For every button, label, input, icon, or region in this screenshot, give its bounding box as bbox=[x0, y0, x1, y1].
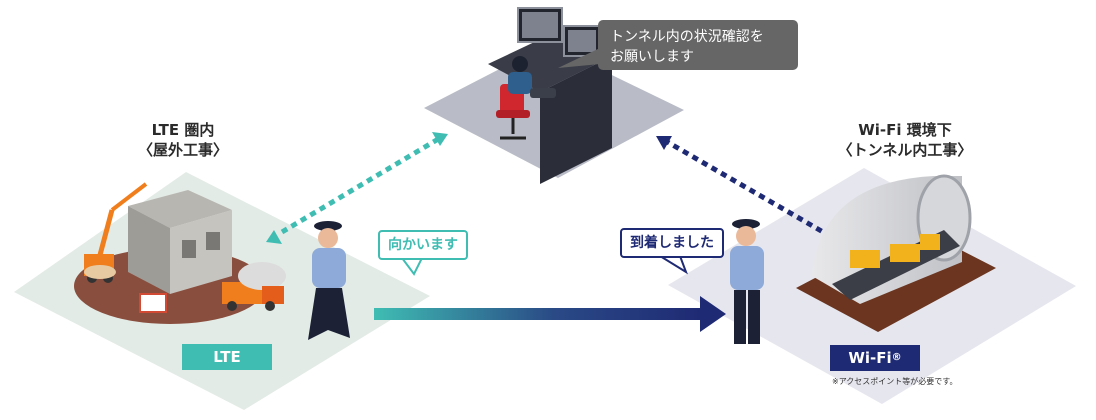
tunnel-icon bbox=[796, 174, 996, 332]
lte-link-arrow bbox=[266, 132, 448, 244]
wifi-badge-text: Wi-Fi bbox=[848, 349, 892, 367]
guard-left-speech-tail bbox=[400, 257, 424, 276]
building-icon bbox=[128, 190, 232, 294]
guard-right-speech-tail bbox=[656, 255, 688, 275]
wifi-zone-title: Wi-Fi 環境下 〈トンネル内工事〉 bbox=[820, 120, 990, 160]
operator-speech-line2: お願いします bbox=[610, 49, 694, 65]
mixer-truck-icon bbox=[222, 262, 286, 311]
operator-desk bbox=[488, 7, 612, 184]
chair-icon bbox=[496, 84, 530, 140]
wifi-zone-title-line1: Wi-Fi 環境下 bbox=[858, 121, 952, 139]
guard-right-speech: 到着しました bbox=[620, 228, 724, 258]
operator-icon bbox=[508, 56, 556, 98]
lte-zone-title: LTE 圏内 〈屋外工事〉 bbox=[108, 120, 258, 160]
lte-zone-title-line1: LTE 圏内 bbox=[151, 121, 215, 139]
wifi-badge: Wi-Fi® bbox=[830, 345, 920, 371]
guard-left-speech: 向かいます bbox=[378, 230, 468, 260]
guard-icon bbox=[308, 221, 350, 340]
lte-badge: LTE bbox=[182, 344, 272, 370]
construction-site bbox=[74, 182, 286, 324]
operator-speech-line1: トンネル内の状況確認を bbox=[610, 29, 764, 45]
movement-arrow bbox=[374, 296, 726, 332]
guard-icon bbox=[730, 219, 764, 344]
lte-zone-title-line2: 〈屋外工事〉 bbox=[137, 141, 228, 159]
wifi-note: ※アクセスポイント等が必要です。 bbox=[832, 377, 958, 386]
wifi-badge-mark: ® bbox=[891, 352, 902, 363]
wifi-zone-title-line2: 〈トンネル内工事〉 bbox=[837, 141, 973, 159]
operator-speech: トンネル内の状況確認を お願いします bbox=[600, 22, 798, 72]
operator-bubble-shape bbox=[558, 20, 798, 70]
excavator-icon bbox=[850, 234, 940, 268]
